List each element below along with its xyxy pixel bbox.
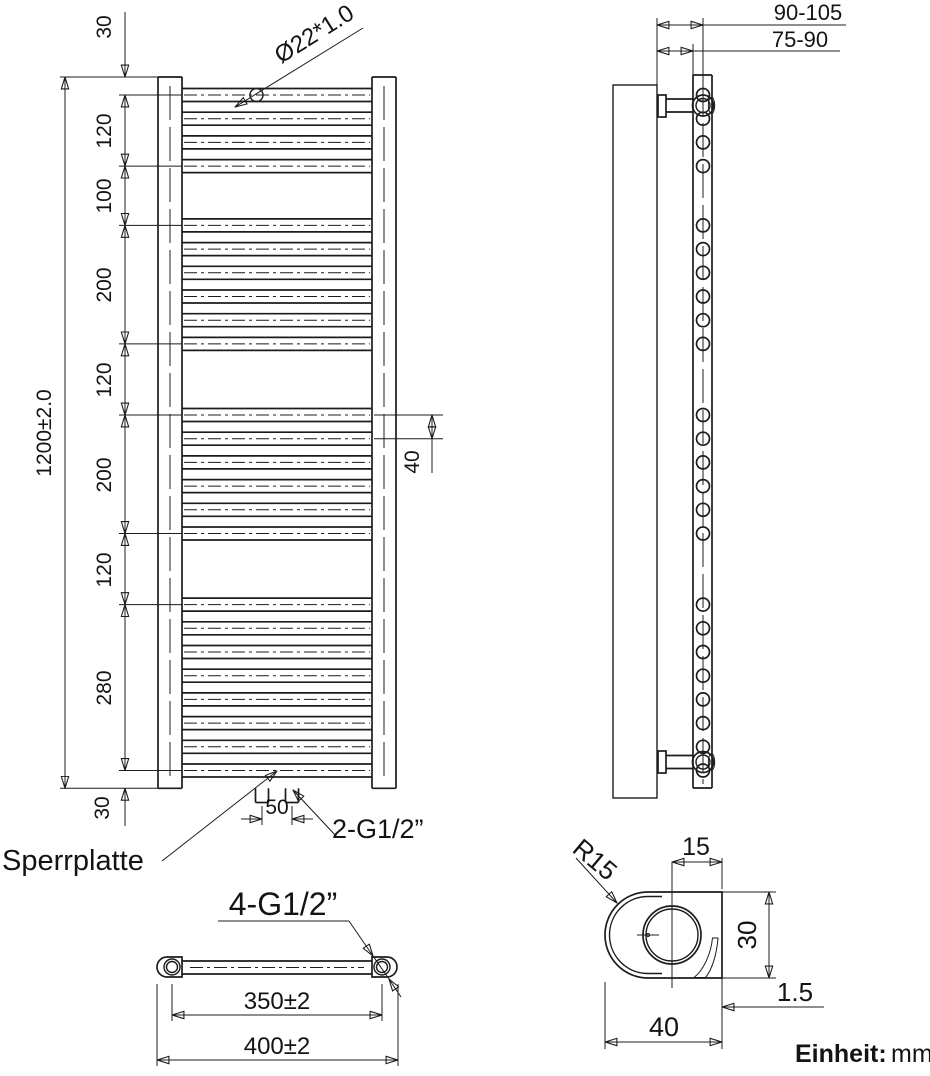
front-tube-spec-callout: Ø22*1.0 — [235, 0, 364, 107]
right-port-circle-inner — [375, 960, 389, 974]
side-tube-circles — [695, 87, 711, 778]
bracket-wall-plate — [657, 94, 667, 118]
dim-label-15: 15 — [682, 833, 710, 861]
section-hatch — [692, 937, 719, 978]
leader-line — [235, 27, 364, 107]
side-tube-circle — [695, 739, 711, 755]
profile-outline — [604, 891, 723, 979]
dim-label-200a: 200 — [93, 267, 116, 302]
dim-label-r15: R15 — [567, 833, 623, 887]
dim-label-30-bottom: 30 — [91, 796, 114, 819]
side-tube-circle — [695, 87, 711, 103]
bracket-wall-plate — [657, 750, 667, 774]
front-dimension-chain: 30 120 100 200 120 200 120 280 30 1200±2… — [33, 12, 182, 826]
side-tube-circle — [695, 455, 711, 470]
side-tube-circle — [695, 692, 711, 707]
top-view: 4-G1/2” 350±2 400±2 — [156, 886, 402, 1066]
dim-label-1-5: 1.5 — [777, 977, 813, 1007]
top-ports-callout: 4-G1/2” — [218, 886, 402, 998]
front-tubes — [182, 87, 372, 778]
dim-label-200b: 200 — [93, 457, 116, 492]
bracket-collar — [691, 750, 715, 774]
front-right-rail — [371, 76, 397, 790]
left-cap — [156, 956, 183, 978]
dim-label-30-depth: 30 — [732, 921, 762, 950]
leader-line — [575, 857, 617, 903]
side-tube-circle — [695, 620, 711, 636]
dim-label-400: 400±2 — [244, 1033, 311, 1060]
side-tube-circle — [695, 502, 711, 518]
blocking-plate-label: Sperrplatte — [2, 845, 144, 877]
side-tube-circle — [695, 715, 711, 731]
dim-label-overall-height: 1200±2.0 — [33, 389, 56, 476]
dim-label-280: 280 — [93, 670, 116, 705]
dim-label-40-pitch: 40 — [401, 450, 424, 473]
dim-label-30-top: 30 — [93, 15, 116, 38]
side-tube-circle — [695, 135, 711, 150]
blocking-plate-callout: Sperrplatte — [2, 771, 277, 877]
bracket-collar-inner — [695, 754, 711, 770]
bracket-collar — [691, 94, 715, 117]
brick-wall — [612, 84, 658, 799]
side-tube-circle — [695, 265, 711, 281]
profile-detail-view: 15 30 1.5 40 R15 — [567, 833, 824, 1049]
side-tube-circle — [695, 407, 711, 423]
callout-circle — [249, 87, 264, 103]
front-ports-callout: 2-G1/2” — [293, 790, 424, 844]
side-tube-circle — [695, 158, 711, 174]
side-tube-circle — [695, 289, 711, 304]
side-tube-circle — [695, 336, 711, 352]
ports-label: 2-G1/2” — [332, 814, 424, 844]
side-tube-circle — [695, 644, 711, 660]
front-left-rail — [157, 76, 183, 790]
left-port-circle — [163, 958, 181, 976]
side-tube-circle — [695, 312, 711, 328]
front-view: 30 120 100 200 120 200 120 280 30 1200±2… — [2, 0, 443, 877]
dim-label-350: 350±2 — [244, 988, 311, 1015]
dim-label-50: 50 — [265, 796, 288, 819]
leader-line — [348, 920, 373, 956]
side-tube-circle — [695, 431, 711, 447]
front-port-spacing-dimension: 50 — [241, 796, 313, 825]
side-tube-circle — [695, 241, 711, 257]
side-tube-circle — [695, 478, 711, 494]
bracket-clamp — [707, 96, 716, 115]
leader-line — [372, 955, 390, 980]
front-pitch-dimension: 40 — [374, 415, 443, 474]
profile-inner-wall — [608, 895, 662, 975]
chain-extension-lines — [119, 94, 182, 771]
units-note: Einheit: mm — [795, 1040, 930, 1068]
leader-line — [293, 790, 337, 837]
side-tube-circle — [695, 597, 711, 612]
side-dimensions: 90-105 75-90 — [657, 0, 846, 88]
dim-label-90-105: 90-105 — [774, 0, 843, 25]
side-view: 90-105 75-90 — [612, 0, 846, 799]
left-port-circle-inner — [165, 960, 179, 974]
dim-label-75-90: 75-90 — [772, 27, 828, 52]
side-tube-circle — [695, 526, 711, 541]
dim-label-120b: 120 — [93, 362, 116, 397]
wall-bracket-top — [657, 94, 716, 118]
leader-line — [389, 979, 402, 998]
dim-label-100: 100 — [93, 178, 116, 213]
units-value: mm — [891, 1040, 930, 1068]
dim-label-40-width: 40 — [649, 1012, 679, 1042]
tube-spec-label: Ø22*1.0 — [270, 0, 359, 69]
side-tube-circle — [695, 668, 711, 684]
dim-label-120c: 120 — [93, 552, 116, 587]
wall-bracket-bottom — [657, 750, 716, 774]
side-tube-circle — [695, 218, 711, 233]
top-dimensions: 350±2 400±2 — [157, 984, 398, 1066]
bracket-collar-inner — [695, 97, 711, 114]
leader-line — [161, 771, 277, 862]
units-label: Einheit: — [795, 1040, 887, 1068]
bracket-clamp — [707, 753, 716, 771]
top-ports-label: 4-G1/2” — [229, 886, 337, 922]
right-port-circle — [373, 958, 391, 976]
dim-label-120a: 120 — [93, 113, 116, 148]
